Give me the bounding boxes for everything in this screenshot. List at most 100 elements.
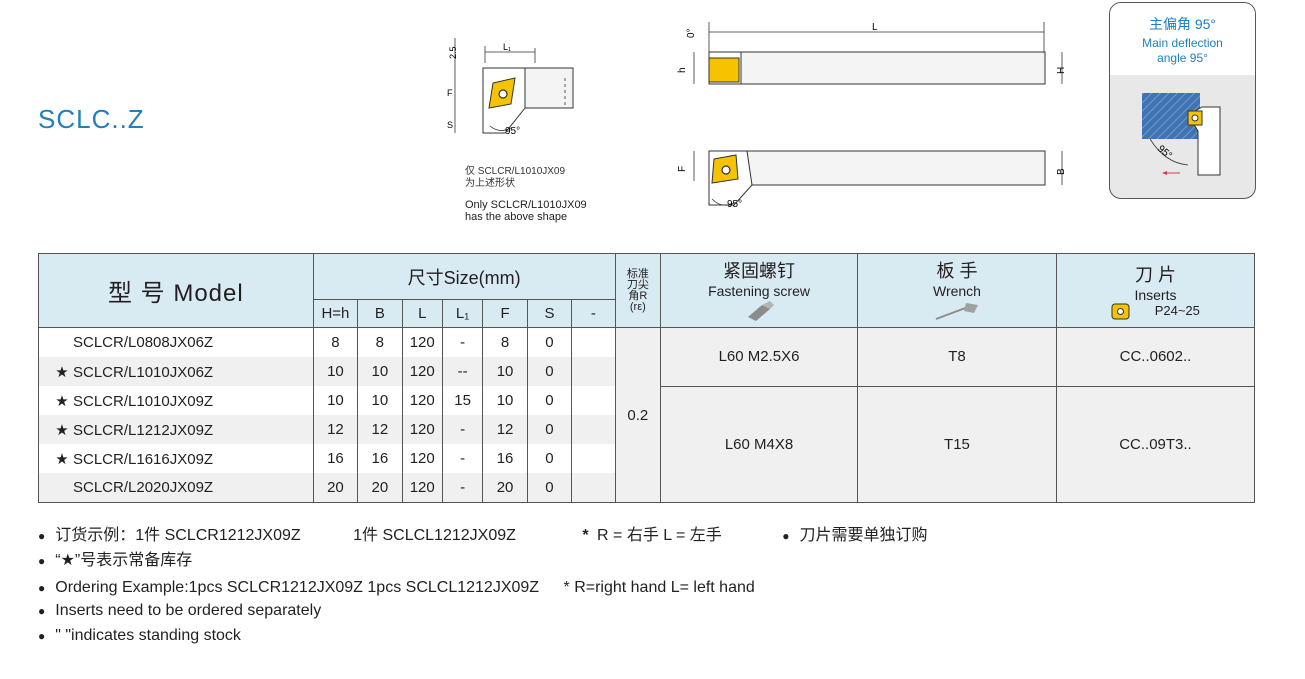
deflection-angle-panel: 主偏角 95° Main deflection angle 95° 95°	[1109, 2, 1256, 199]
bullet-icon: ●	[38, 604, 46, 618]
insert-header: 刀 片 Inserts P24~25	[1055, 253, 1256, 328]
model-code: SCLCR/L1212JX09Z	[73, 421, 214, 439]
cell-s: 0	[526, 444, 573, 473]
model-code: SCLCR/L0808JX06Z	[73, 334, 214, 351]
cell-l1: -	[441, 473, 484, 503]
stock-star: ★	[55, 363, 69, 381]
bullet-icon: ●	[782, 529, 790, 543]
cell-f: 8	[482, 327, 528, 357]
size-header: 尺寸Size(mm)	[312, 253, 616, 300]
cell-s: 0	[526, 327, 573, 357]
deflection-diagram: 95°	[1142, 93, 1221, 176]
insert-icon	[1111, 303, 1130, 319]
screw-value-1: L60 M2.5X6	[660, 327, 858, 387]
insert-side-icon	[708, 57, 740, 83]
tool-plan-drawing: F 95° B	[677, 150, 1067, 210]
dim-0deg-label: 0°	[686, 28, 697, 38]
dim-s-label: S	[447, 120, 453, 130]
cell-dash	[571, 386, 616, 415]
cell-l1: -	[441, 327, 484, 357]
insert-value-1: CC..0602..	[1055, 327, 1256, 387]
table-row: SCLCR/L0808JX06Z 8 8 120 - 8 0 0.2 L60 M…	[38, 327, 1256, 503]
cell-b: 10	[357, 357, 403, 386]
shape-note-cn: 仅 SCLCR/L1010JX09 为上述形状	[465, 166, 566, 189]
dim-b-label: B	[1056, 168, 1067, 175]
col-f: F	[482, 299, 528, 328]
stock-star: ★	[55, 450, 69, 468]
cell-b: 10	[357, 386, 403, 415]
footnote-cn-stock: ●“★”号表示常备库存	[38, 552, 193, 569]
cell-hh: 10	[312, 386, 359, 415]
bullet-icon: ●	[38, 554, 46, 568]
dim-l1-label: L₁	[503, 42, 511, 52]
dim-f-plan-label: F	[677, 166, 688, 172]
screw-value-2: L60 M4X8	[660, 385, 858, 503]
screw-icon	[748, 300, 775, 321]
cell-l: 120	[401, 473, 443, 503]
cell-s: 0	[526, 473, 573, 503]
cell-b: 12	[357, 415, 403, 444]
deflection-title-cn: 主偏角 95°	[1148, 16, 1217, 32]
radius-header: 标准 刀尖 角R (rε)	[614, 253, 662, 328]
cell-b: 20	[357, 473, 403, 503]
bullet-icon: ●	[38, 529, 46, 543]
wrench-value-2: T15	[857, 385, 1057, 503]
screw-header: 紧固螺钉 Fastening screw	[660, 253, 858, 328]
footnote-en-stock: ●" "indicates standing stock	[38, 627, 241, 644]
angle-label-plan: 95°	[727, 199, 742, 210]
col-s: S	[526, 299, 573, 328]
col-l: L	[401, 299, 443, 328]
cell-hh: 12	[312, 415, 359, 444]
dim-2-5-label: 2.5	[448, 46, 458, 59]
cell-s: 0	[526, 386, 573, 415]
table-row: ★SCLCR/L1212JX09Z 12 12 120 - 12 0	[38, 415, 1255, 444]
table-row: ★SCLCR/L1616JX09Z 16 16 120 - 16 0	[38, 444, 1255, 473]
cell-l: 120	[401, 444, 443, 473]
bullet-icon: ●	[38, 581, 46, 595]
cell-hh: 20	[312, 473, 359, 503]
cell-s: 0	[526, 357, 573, 386]
dim-h-label: h	[677, 67, 688, 73]
cell-l1: --	[441, 357, 484, 386]
stock-star: ★	[55, 421, 69, 439]
dim-h-upper-label: H	[1056, 67, 1067, 74]
cell-hh: 8	[312, 327, 359, 357]
table-row: SCLCR/L2020JX09Z 20 20 120 - 20 0	[38, 473, 1255, 503]
dim-f-label: F	[447, 88, 453, 98]
col-b: B	[357, 299, 403, 328]
cell-dash	[571, 327, 616, 357]
cell-s: 0	[526, 415, 573, 444]
cell-l: 120	[401, 386, 443, 415]
table-row: ★SCLCR/L1010JX09Z 10 10 120 15 10 0 L60 …	[38, 385, 1256, 503]
cell-l: 120	[401, 357, 443, 386]
cell-f: 16	[482, 444, 528, 473]
deflection-angle-label: 95°	[1155, 143, 1174, 161]
shape-note-en: Only SCLCR/L1010JX09 has the above shape	[465, 199, 587, 223]
bullet-icon: ●	[38, 629, 46, 643]
cell-l1: 15	[441, 386, 484, 415]
stock-star: ★	[55, 392, 69, 410]
cell-dash	[571, 473, 616, 503]
cell-f: 20	[482, 473, 528, 503]
col-l1: L₁	[441, 299, 484, 328]
deflection-title-en-2: angle 95°	[1157, 51, 1208, 65]
cell-l: 120	[401, 415, 443, 444]
cell-f: 10	[482, 357, 528, 386]
model-code: SCLCR/L1010JX06Z	[73, 363, 214, 381]
spec-table: 型 号 Model 尺寸Size(mm) 标准 刀尖 角R (rε) 紧固螺钉 …	[38, 253, 1256, 503]
deflection-title-en-1: Main deflection	[1142, 36, 1223, 50]
cell-dash	[571, 415, 616, 444]
model-code: SCLCR/L2020JX09Z	[73, 479, 214, 496]
cell-b: 8	[357, 327, 403, 357]
wrench-icon	[935, 302, 978, 320]
model-code: SCLCR/L1010JX09Z	[73, 392, 214, 410]
col-hh: H=h	[312, 299, 359, 328]
angle-label-small: 95°	[505, 126, 520, 137]
insert-value-2: CC..09T3..	[1055, 385, 1256, 503]
cell-hh: 10	[312, 357, 359, 386]
wrench-value-1: T8	[857, 327, 1057, 387]
tool-elevation-drawing: L 0° h H	[677, 22, 1067, 85]
cell-l1: -	[441, 415, 484, 444]
cell-f: 10	[482, 386, 528, 415]
cell-b: 16	[357, 444, 403, 473]
